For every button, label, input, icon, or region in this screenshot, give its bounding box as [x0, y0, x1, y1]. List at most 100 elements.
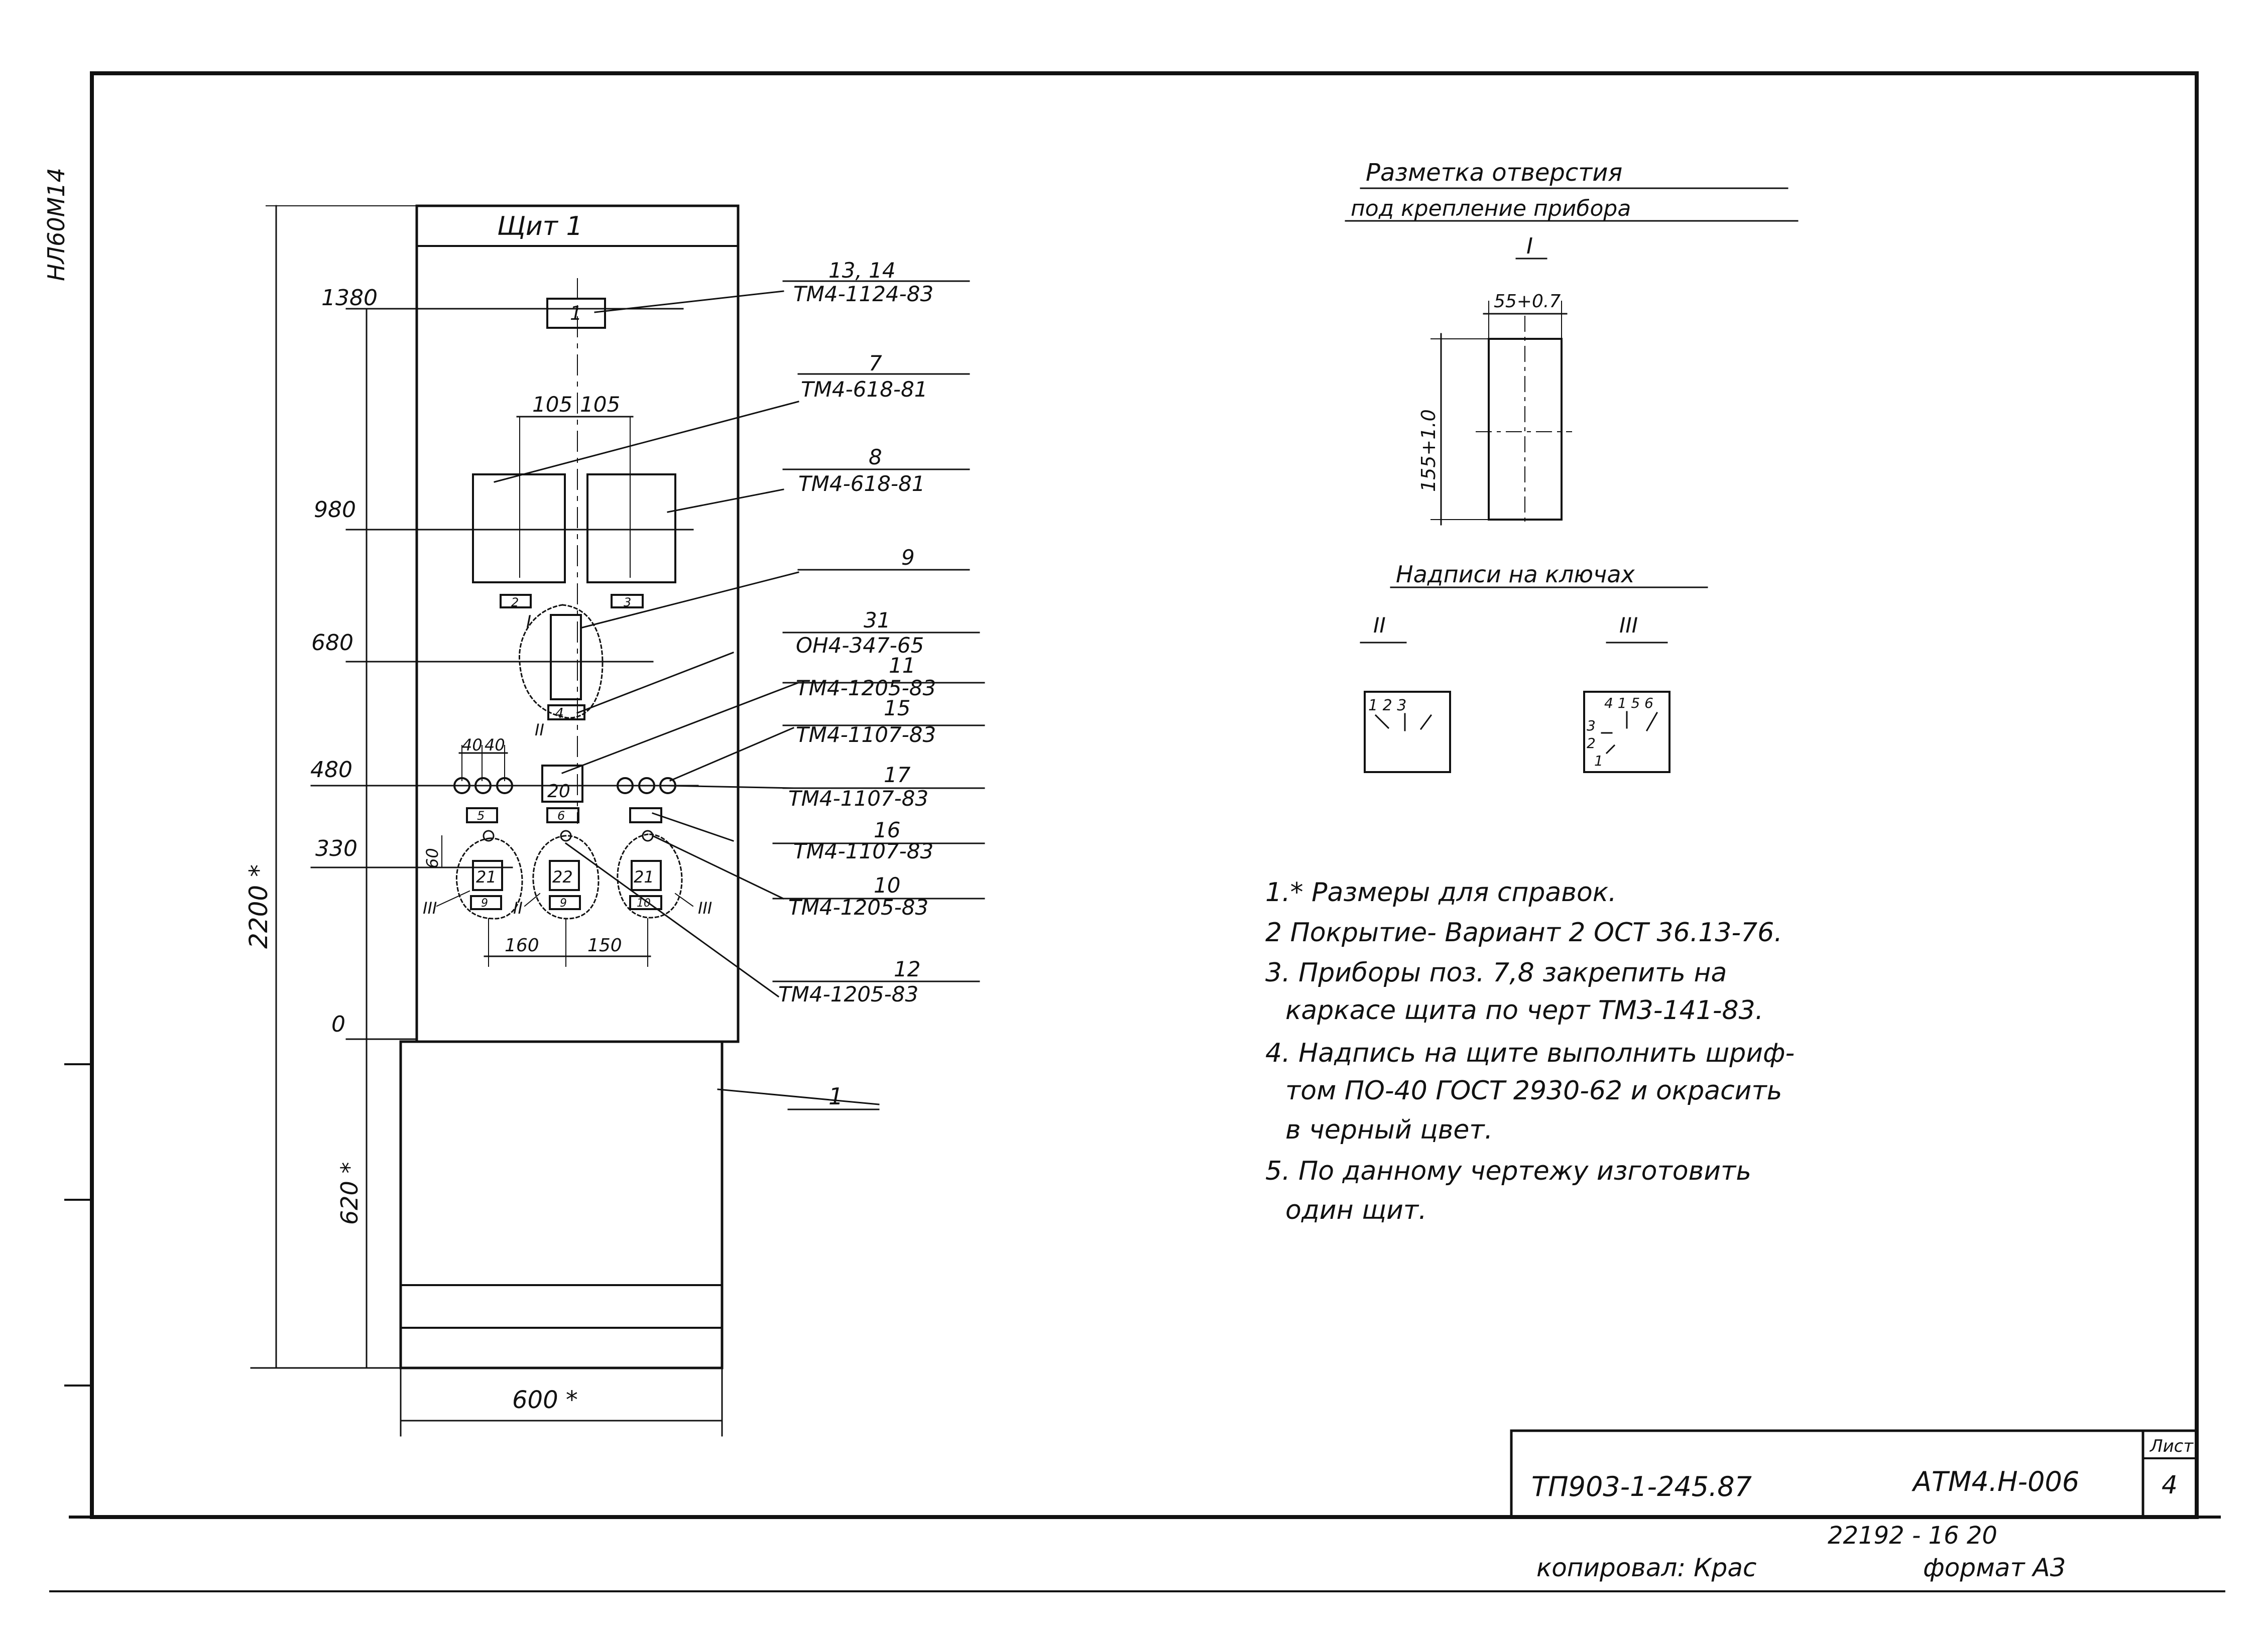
key-face-III [1583, 691, 1670, 773]
svg-text:12: 12 [894, 957, 920, 981]
hole-height-dim: 155+1.0 [1417, 409, 1440, 492]
callout-12: 12 ТМ4-1205-83 [778, 957, 920, 1007]
level-680: 680 [311, 630, 353, 656]
roman-II-b: II [513, 899, 523, 918]
note-3: 3. Приборы поз. 7,8 закрепить на [1265, 958, 1727, 988]
svg-text:10: 10 [874, 873, 900, 898]
key-view-III: III [1619, 613, 1638, 638]
key-face-II [1364, 691, 1451, 773]
key-face-III-low: 2 [1587, 735, 1596, 751]
key-21-right [631, 860, 662, 891]
key-face-II-text: 1 2 3 [1368, 697, 1406, 714]
callout-13-14: 13, 14 ТМ4-1124-83 [793, 258, 933, 306]
pos-base-label: 1 [828, 1083, 843, 1110]
tag-20: 20 [547, 781, 570, 802]
svg-text:16: 16 [874, 818, 900, 842]
drawing-code: АТМ4.Н-006 [1912, 1466, 2079, 1497]
callout-7: 7 ТМ4-618-81 [801, 351, 928, 402]
callout-9: 9 [901, 545, 915, 570]
tag-9-left: 9 [481, 897, 488, 910]
callout-8: 8 ТМ4-618-81 [798, 445, 925, 496]
roman-III-left: III [423, 899, 437, 918]
dim-width: 600 * [512, 1386, 578, 1414]
key-face-III-top: 4 1 5 6 [1604, 695, 1653, 711]
sheet-number: 4 [2162, 1470, 2178, 1499]
dim-total-height: 2200 * [244, 864, 273, 949]
callout-10: 10 ТМ4-1205-83 [788, 873, 928, 920]
project-code: ТП903-1-245.87 [1531, 1471, 1752, 1502]
svg-text:ТМ4-1124-83: ТМ4-1124-83 [793, 282, 933, 306]
copied-by: копировал: Крас [1536, 1553, 1756, 1582]
dim-60: 60 [423, 848, 442, 868]
key-face-III-mid: 3 [1587, 717, 1596, 734]
key-labels-section: Надписи на ключах II III 1 2 3 4 1 5 6 3… [1360, 561, 1708, 773]
key-face-III-bottom: 1 [1594, 752, 1603, 769]
svg-text:ТМ4-1107-83: ТМ4-1107-83 [796, 722, 936, 747]
svg-text:13, 14: 13, 14 [828, 258, 896, 283]
sheet-frame [49, 71, 2225, 1592]
svg-text:31: 31 [864, 608, 890, 633]
sheet-format: формат А3 [1923, 1553, 2066, 1582]
title-block: ТП903-1-245.87 АТМ4.Н-006 Лист 4 22192 -… [1510, 1429, 2198, 1582]
key-view-II: II [1373, 613, 1386, 638]
dim-40-right: 40 [485, 735, 505, 755]
meter-7 [472, 473, 566, 583]
note-5-cont: один щит. [1285, 1195, 1427, 1225]
note-5: 5. По данному чертежу изготовить [1265, 1156, 1751, 1186]
device-9 [550, 614, 582, 700]
svg-text:ТМ4-1205-83: ТМ4-1205-83 [778, 982, 918, 1007]
tag-21-left: 21 [476, 867, 497, 887]
tag-21-right: 21 [634, 867, 654, 887]
tag-4: 4 [555, 705, 564, 721]
callout-16: 16 ТМ4-1107-83 [793, 818, 933, 863]
device-20 [541, 765, 583, 803]
level-1380: 1380 [321, 285, 378, 311]
roman-III-right: III [698, 899, 712, 918]
svg-text:ТМ4-1107-83: ТМ4-1107-83 [793, 839, 933, 863]
panel-base [399, 1040, 724, 1369]
svg-text:17: 17 [884, 763, 911, 787]
dim-40-left: 40 [462, 735, 483, 755]
dim-105-right: 105 [580, 392, 620, 417]
meter-8 [586, 473, 676, 583]
svg-text:ТМ4-1205-83: ТМ4-1205-83 [788, 895, 928, 920]
level-0: 0 [331, 1012, 345, 1037]
top-device [546, 298, 606, 329]
callout-11: 11 ТМ4-1205-83 [796, 653, 936, 700]
svg-text:ТМ4-618-81: ТМ4-618-81 [798, 471, 925, 496]
panel-title: Щит 1 [497, 211, 583, 241]
key-labels-title: Надписи на ключах [1396, 561, 1635, 588]
hole-marking-title-1: Разметка отверстия [1366, 159, 1622, 187]
tag-22: 22 [552, 867, 573, 887]
hole-width-dim: 55+0.7 [1494, 291, 1561, 312]
svg-text:8: 8 [869, 445, 882, 469]
top-device-tag: 1 [570, 302, 582, 324]
tag-9-mid: 9 [560, 897, 567, 910]
key-22 [549, 860, 580, 891]
svg-text:ОН4-347-65: ОН4-347-65 [796, 633, 924, 658]
note-4-cont-2: в черный цвет. [1285, 1115, 1493, 1145]
callout-31: 31 ОН4-347-65 [796, 608, 924, 658]
svg-text:7: 7 [869, 351, 882, 375]
roman-II-a: II [535, 720, 544, 739]
note-3-cont: каркасе щита по черт ТМ3-141-83. [1285, 995, 1763, 1026]
level-480: 480 [310, 757, 352, 783]
tag-2: 2 [511, 595, 519, 609]
dim-base-height: 620 * [336, 1162, 363, 1225]
callout-15: 15 ТМ4-1107-83 [796, 696, 936, 747]
hole-marking-section: Разметка отверстия под крепление прибора… [1345, 159, 1799, 526]
dim-105-left: 105 [532, 392, 572, 417]
level-980: 980 [314, 497, 356, 523]
notes-section: 1.* Размеры для справок. 2 Покрытие- Вар… [1265, 877, 1795, 1225]
tag-6: 6 [557, 809, 565, 823]
cutout-view-I [518, 604, 604, 719]
callouts: 13, 14 ТМ4-1124-83 7 ТМ4-618-81 8 ТМ4-61… [494, 258, 985, 1007]
svg-text:ТМ4-1107-83: ТМ4-1107-83 [788, 786, 928, 811]
dim-150: 150 [587, 935, 622, 956]
note-4: 4. Надпись на щите выполнить шриф- [1265, 1038, 1795, 1068]
roman-I: I [526, 612, 531, 632]
callout-17: 17 ТМ4-1107-83 [788, 763, 928, 811]
panel-drawing: Щит 1 1380 980 680 480 330 0 2200 * 620 … [244, 204, 880, 1437]
level-330: 330 [315, 836, 357, 861]
